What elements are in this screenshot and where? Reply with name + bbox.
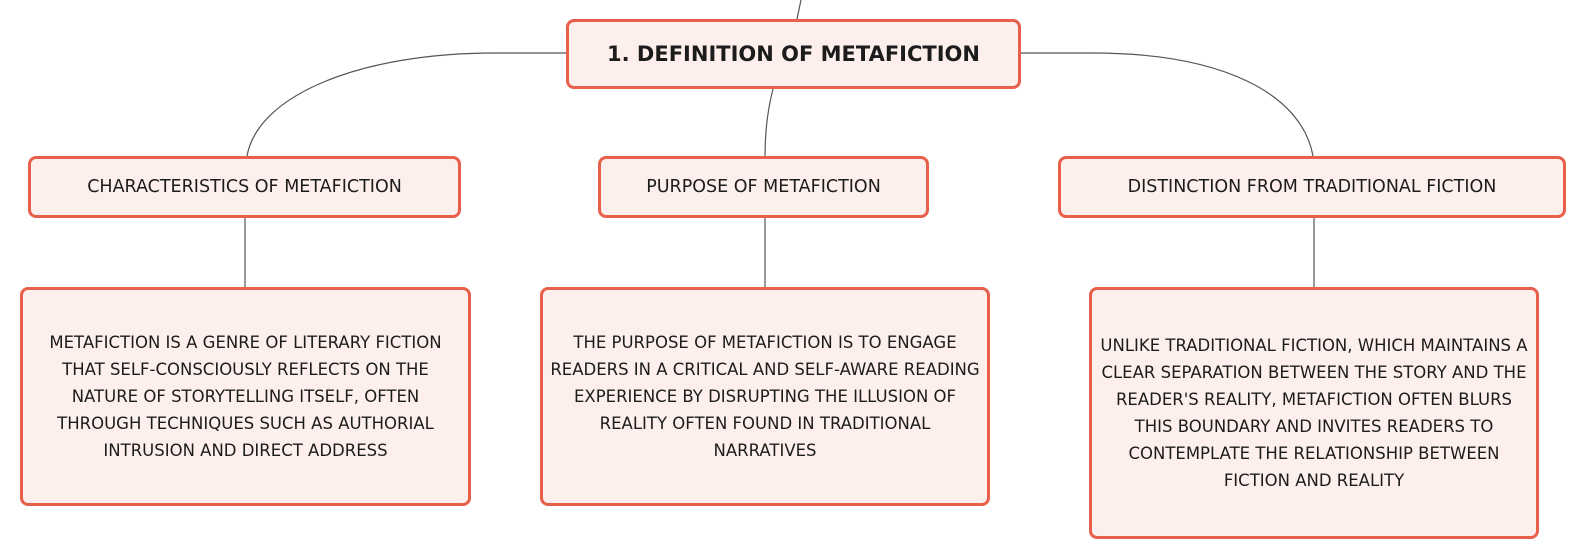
leaf-text-distinction: UNLIKE TRADITIONAL FICTION, WHICH MAINTA… <box>1100 336 1528 490</box>
leaf-text-characteristics: METAFICTION IS A GENRE OF LITERARY FICTI… <box>49 333 442 460</box>
connector-from-parent <box>796 0 802 20</box>
branch-node-purpose[interactable]: PURPOSE OF METAFICTION <box>598 156 929 218</box>
root-node-label: 1. DEFINITION OF METAFICTION <box>607 42 980 66</box>
branch-label-distinction: DISTINCTION FROM TRADITIONAL FICTION <box>1127 177 1497 197</box>
leaf-node-distinction-detail[interactable]: UNLIKE TRADITIONAL FICTION, WHICH MAINTA… <box>1089 287 1539 539</box>
branch-node-distinction[interactable]: DISTINCTION FROM TRADITIONAL FICTION <box>1058 156 1566 218</box>
connector-root-to-characteristics <box>246 52 566 157</box>
leaf-node-purpose-detail[interactable]: THE PURPOSE OF METAFICTION IS TO ENGAGE … <box>540 287 990 506</box>
branch-label-characteristics: CHARACTERISTICS OF METAFICTION <box>87 177 402 197</box>
connector-root-to-purpose <box>764 88 774 157</box>
branch-node-characteristics[interactable]: CHARACTERISTICS OF METAFICTION <box>28 156 461 218</box>
root-node-definition[interactable]: 1. DEFINITION OF METAFICTION <box>566 19 1021 89</box>
leaf-text-purpose: THE PURPOSE OF METAFICTION IS TO ENGAGE … <box>550 333 980 460</box>
connector-root-to-distinction <box>1021 52 1314 157</box>
branch-label-purpose: PURPOSE OF METAFICTION <box>646 177 881 197</box>
leaf-node-characteristics-detail[interactable]: METAFICTION IS A GENRE OF LITERARY FICTI… <box>20 287 471 506</box>
